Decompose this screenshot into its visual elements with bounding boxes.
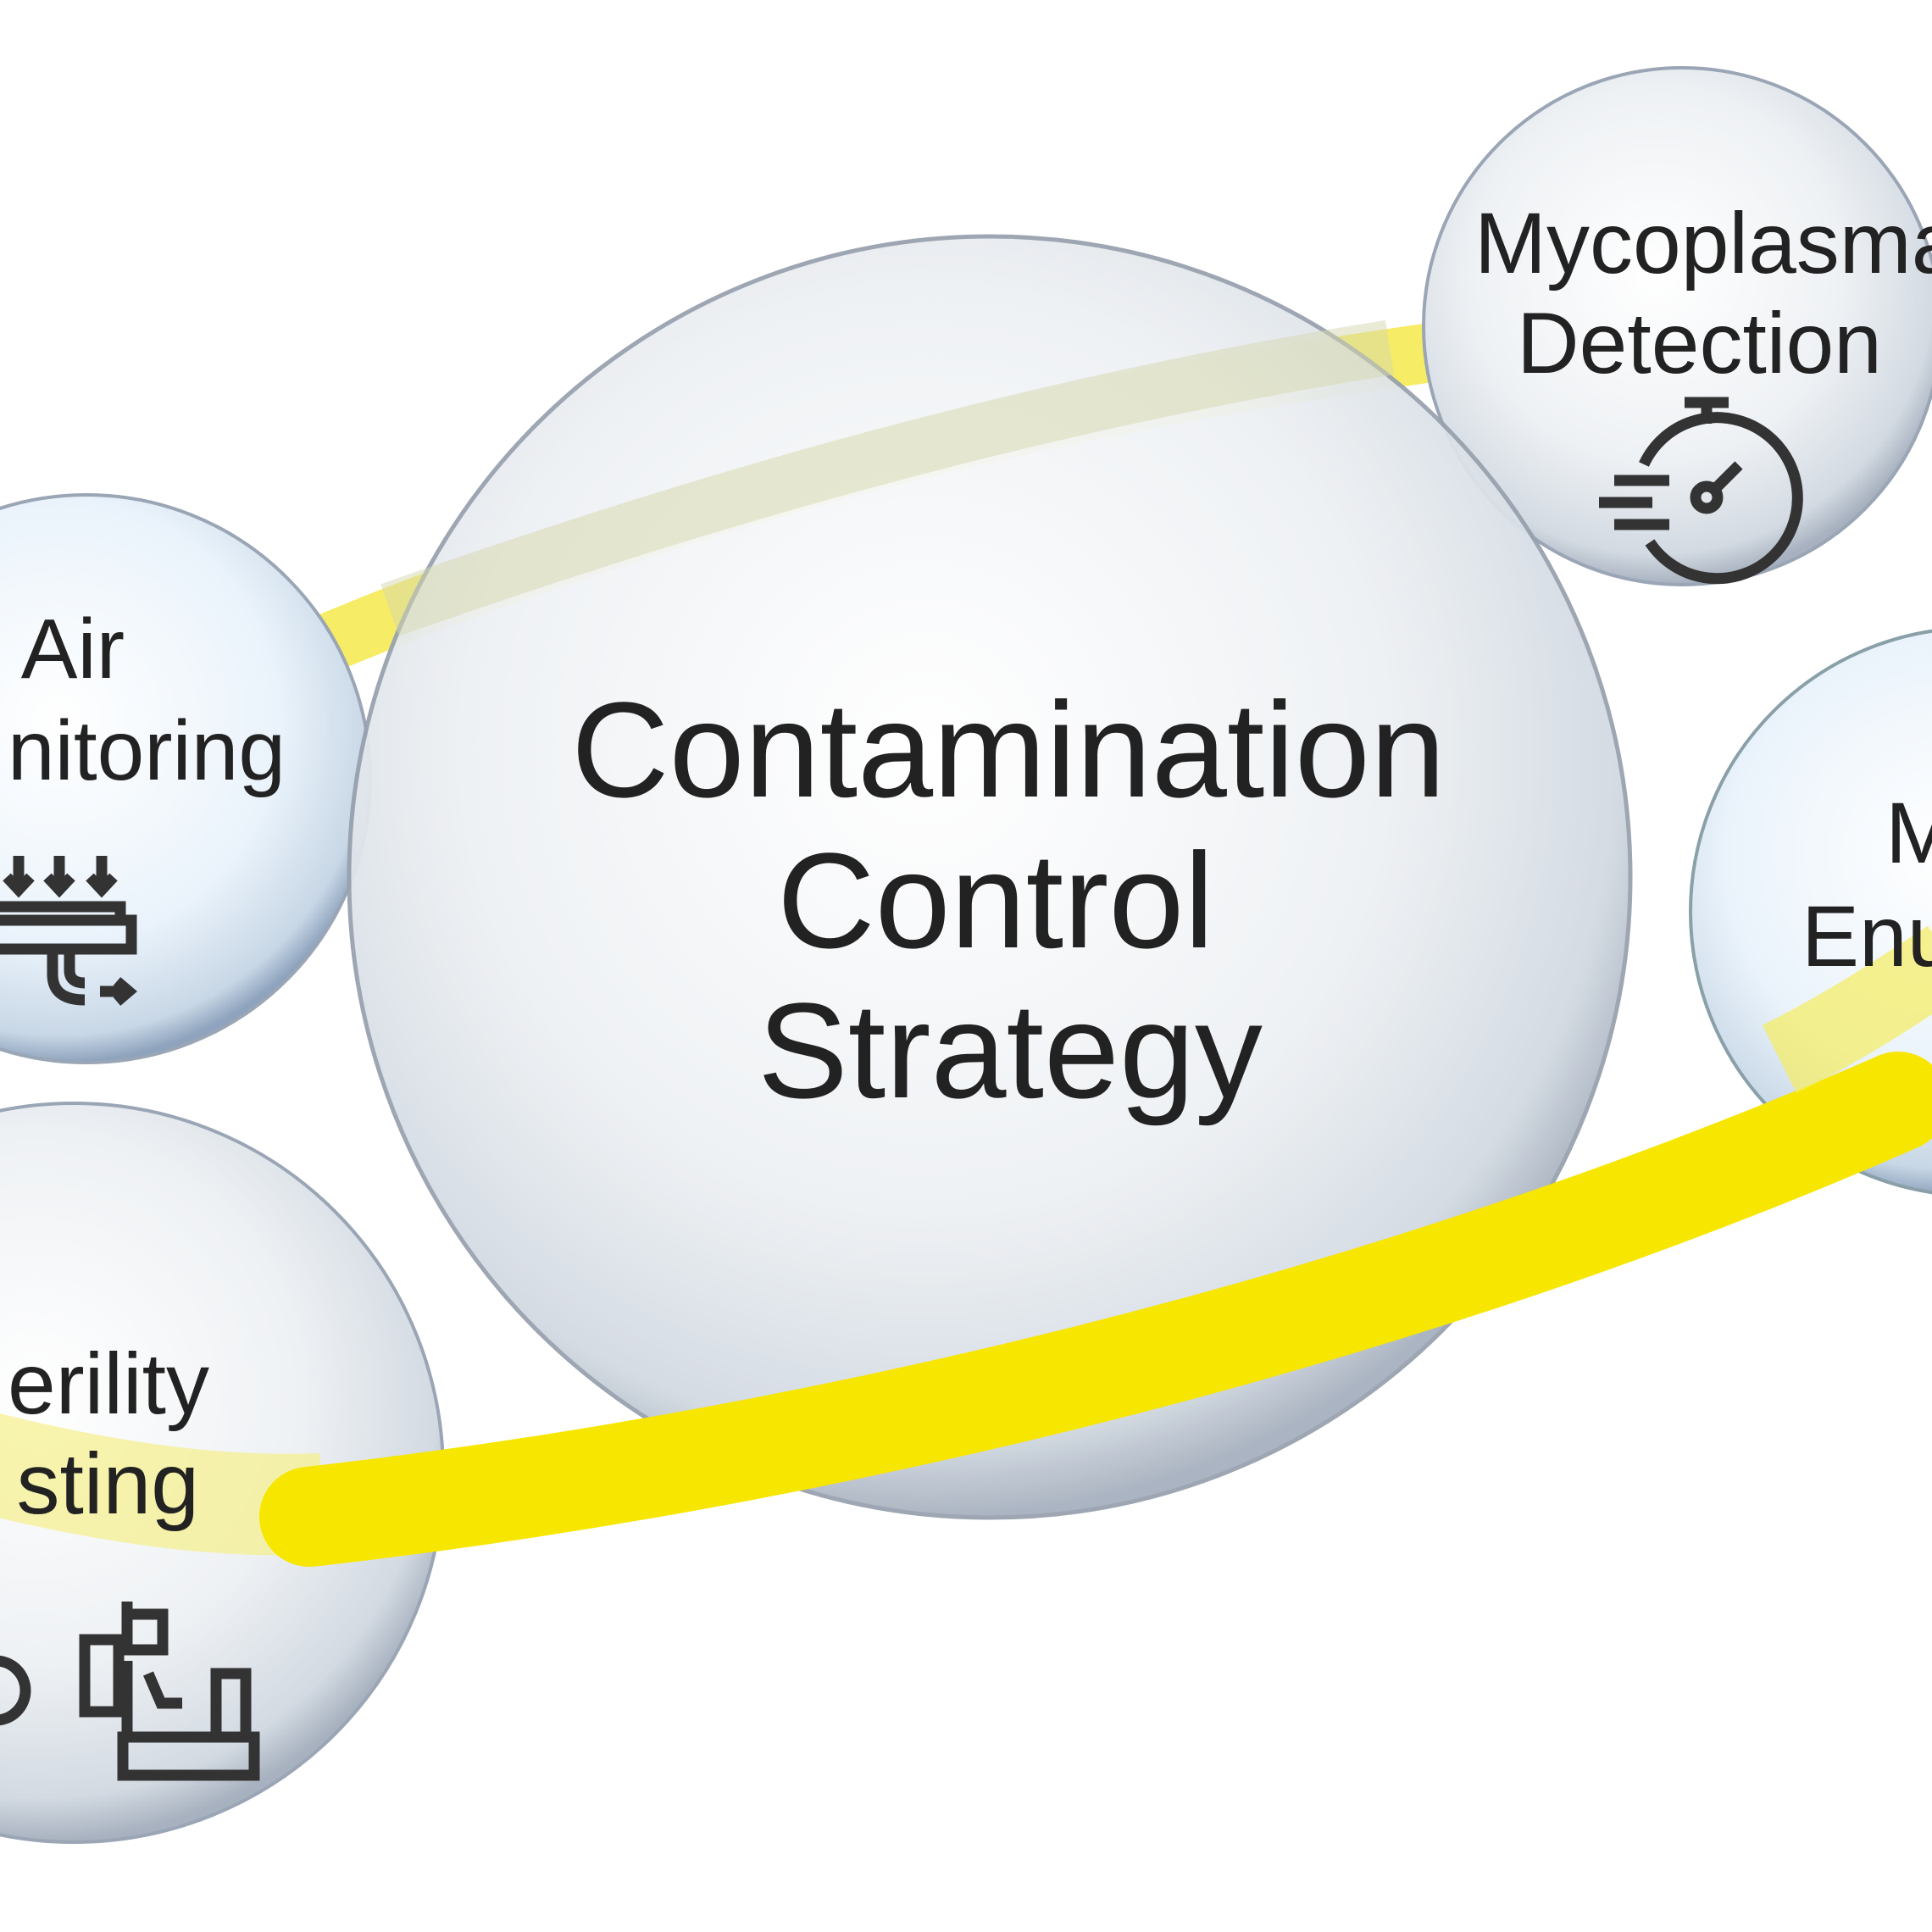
lab-equipment-icon (79, 1602, 260, 1781)
mycoplasma-label-line-1: Mycoplasma (1474, 195, 1932, 291)
upper-band-through-center (380, 319, 1395, 636)
center-bubble[interactable] (347, 234, 1633, 1520)
partial-icon-arc (0, 1655, 31, 1726)
sterility-label-line-2: sting (17, 1435, 199, 1532)
center-title-line-1: Contamination (571, 674, 1446, 825)
stopwatch-icon (1599, 397, 1803, 585)
sterility-label-line-1: erility (8, 1335, 209, 1432)
center-title-line-2: Control (777, 824, 1214, 976)
center-title-line-3: Strategy (758, 974, 1263, 1126)
air-filter-icon (0, 856, 137, 1006)
air-label-line-2: nitoring (8, 703, 286, 798)
lower-band-right (1762, 925, 1932, 1094)
lower-band (259, 1052, 1932, 1567)
mycoplasma-bubble[interactable] (1422, 66, 1932, 586)
right-label-line-1: M (1885, 785, 1932, 881)
mycoplasma-label-line-2: Detection (1517, 295, 1882, 391)
air-label-line-1: Air (21, 602, 125, 697)
right-label-line-2: Enu (1802, 888, 1932, 985)
